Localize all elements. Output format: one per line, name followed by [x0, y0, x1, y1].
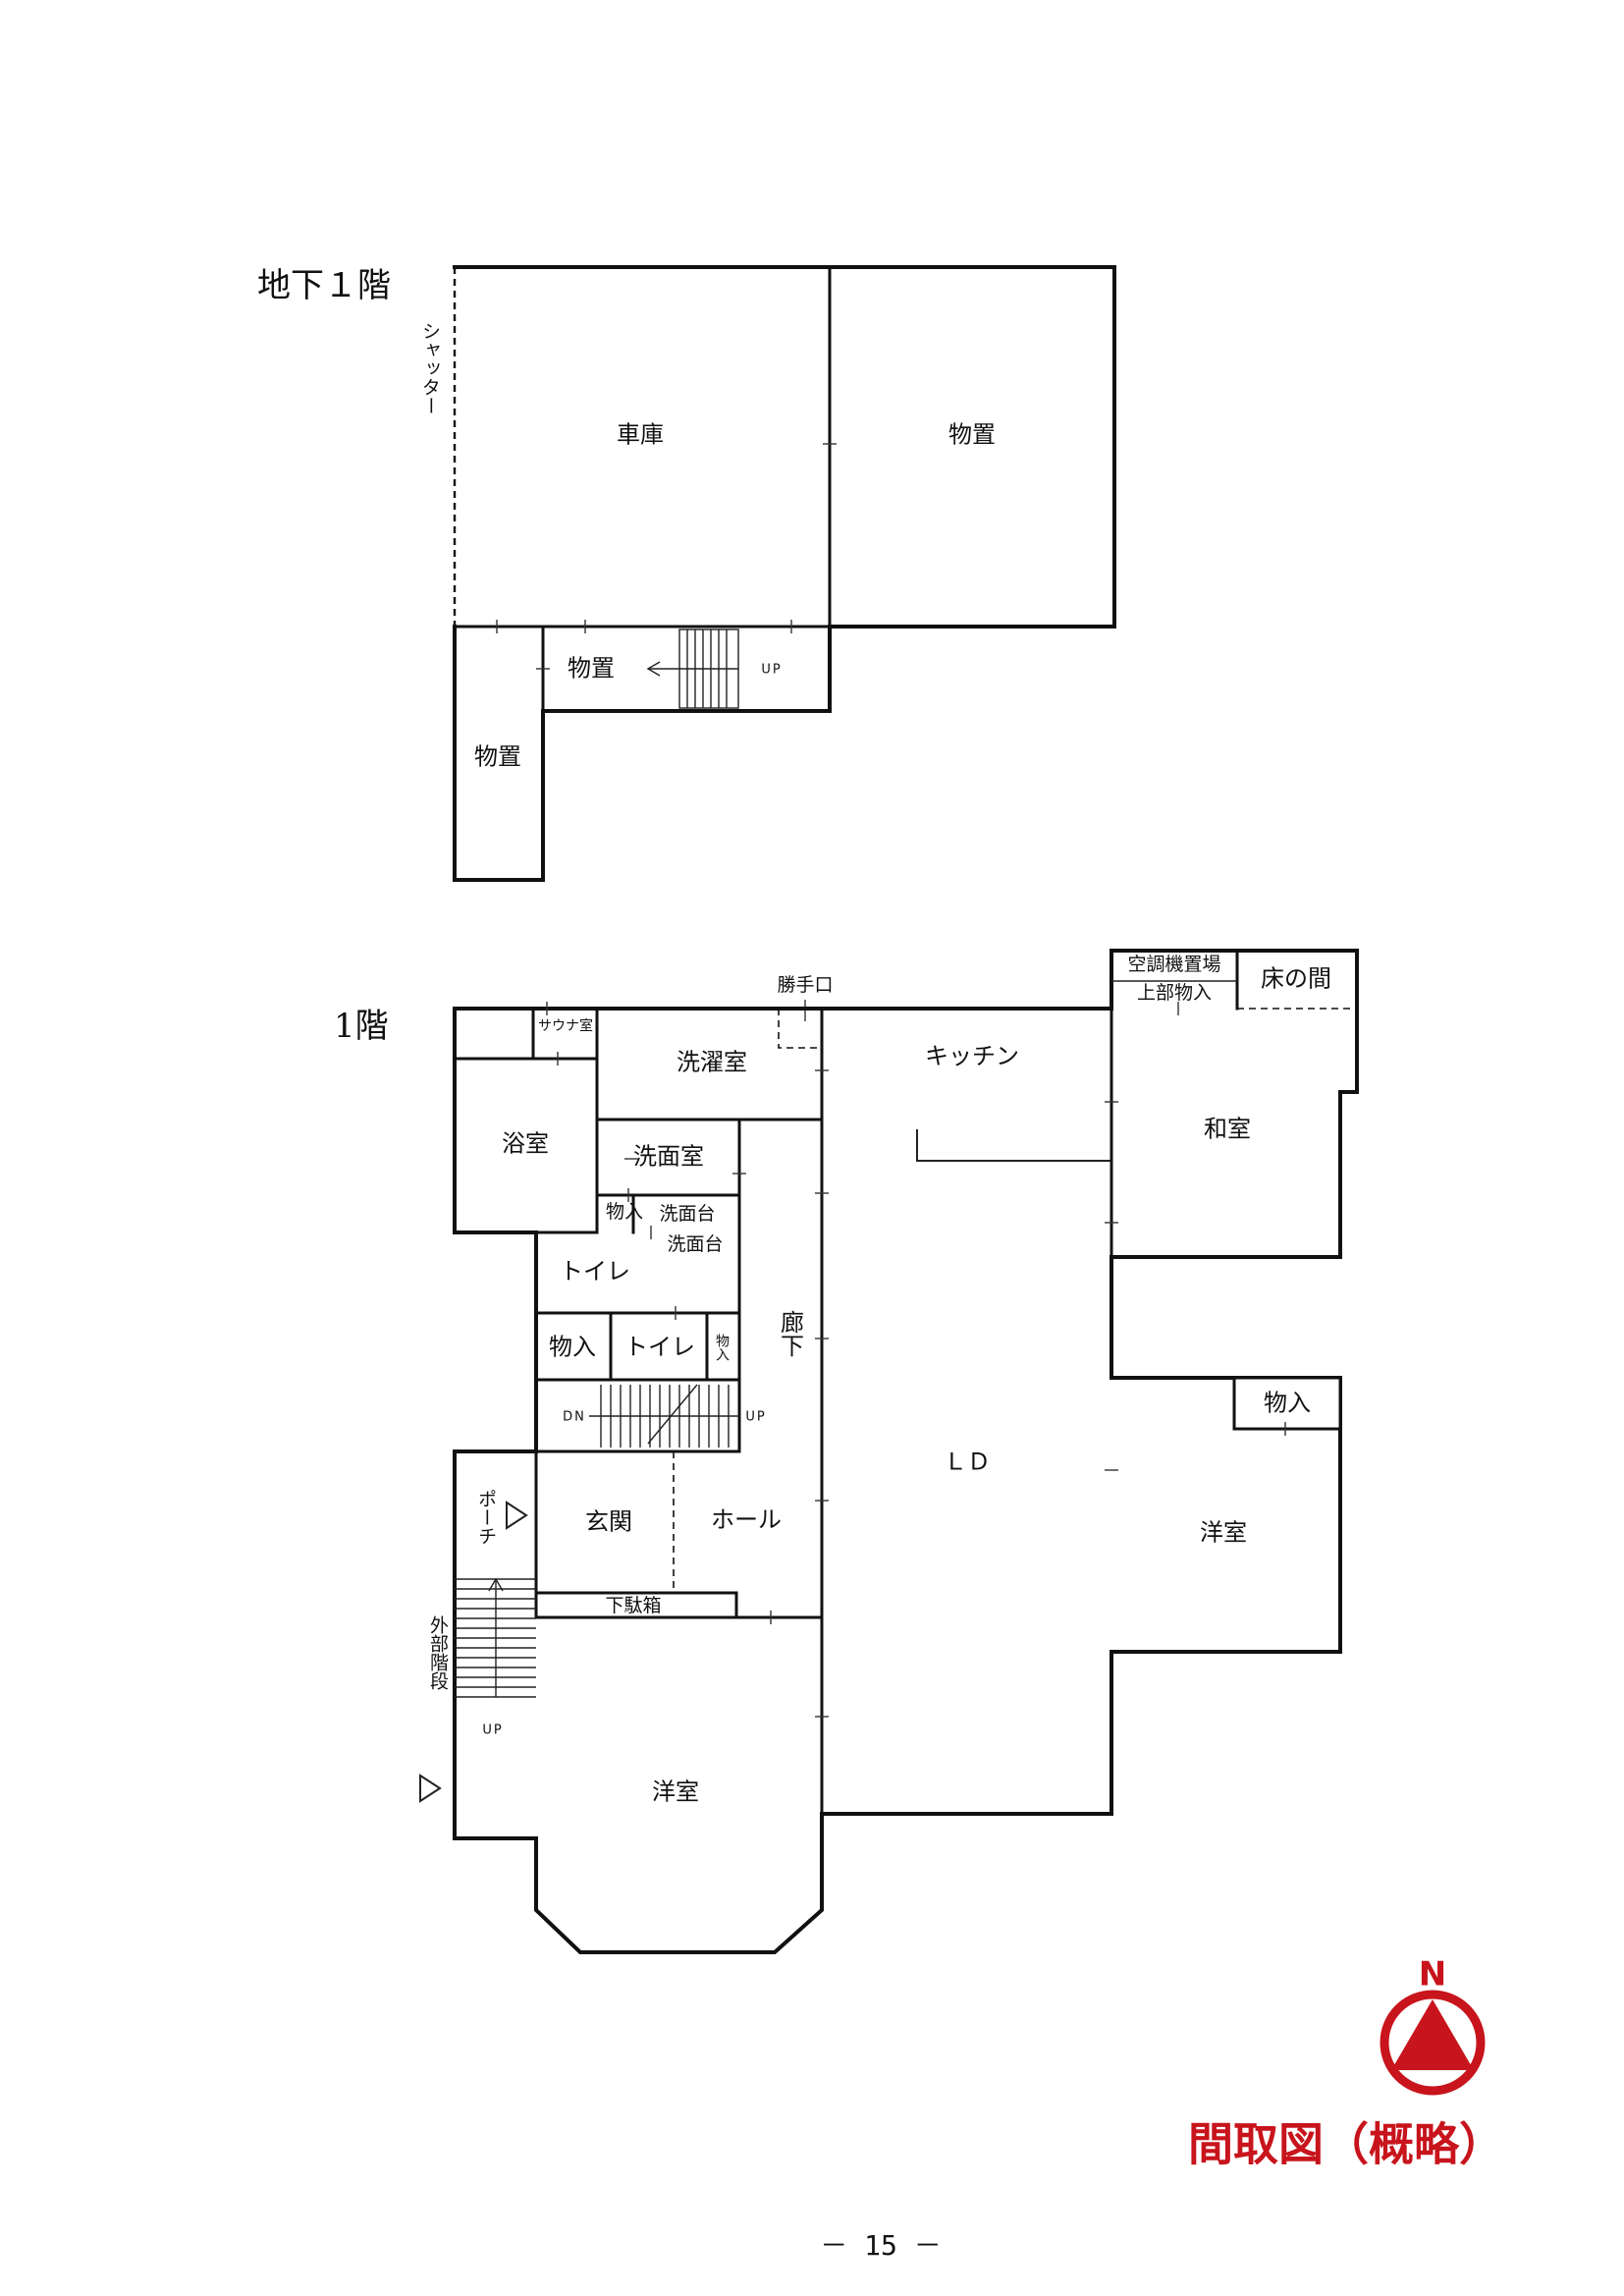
basement-stair: [646, 629, 739, 709]
room-corridor: 廊下: [777, 1310, 804, 1357]
external-stair-up-label: UP: [482, 1723, 503, 1738]
room-bath: 浴室: [502, 1130, 549, 1158]
closet-small: 物入: [606, 1201, 643, 1223]
room-western-bottom: 洋室: [652, 1778, 699, 1806]
room-storage-large: 物置: [948, 421, 996, 449]
upper-storage-label: 上部物入: [1137, 982, 1212, 1004]
room-toilet-2: トイレ: [624, 1334, 695, 1361]
shutter-label: シャッター: [419, 322, 441, 415]
room-laundry: 洗濯室: [677, 1049, 747, 1076]
tokonoma-label: 床の間: [1261, 965, 1331, 993]
stair-dn-label: DN: [563, 1410, 586, 1425]
room-kitchen: キッチン: [925, 1043, 1019, 1070]
external-stair-entry-arrow-icon: [419, 1774, 442, 1803]
closet-right: 物入: [1264, 1390, 1311, 1417]
room-washroom: 洗面室: [633, 1143, 704, 1171]
basement-plan: 地下１階 シャッター UP 車庫: [257, 265, 1116, 882]
basement-title: 地下１階: [257, 266, 391, 305]
interior-stair: [589, 1384, 739, 1448]
room-western-right: 洋室: [1200, 1519, 1247, 1547]
external-stair: [455, 1577, 536, 1698]
vanity-1: 洗面台: [659, 1203, 715, 1225]
room-storage-left: 物置: [474, 743, 521, 771]
closet-left: 物入: [549, 1334, 596, 1361]
first-floor-title: 1階: [334, 1007, 389, 1046]
room-hall: ホール: [711, 1506, 782, 1534]
service-door-label: 勝手口: [777, 974, 833, 996]
external-stairs-label: 外部階段: [427, 1615, 449, 1690]
basement-stair-up: UP: [761, 663, 782, 678]
first-floor-plan: 1階 勝手口: [334, 949, 1359, 1954]
basement-outer-wall: [453, 265, 1116, 882]
shoe-cabinet-label: 下駄箱: [605, 1595, 661, 1616]
plan-caption: 間取図（概略）: [1188, 2118, 1504, 2171]
vanity-2: 洗面台: [667, 1233, 723, 1255]
room-sauna: サウナ室: [538, 1017, 593, 1034]
page-number: － 15 －: [820, 2229, 941, 2262]
room-garage: 車庫: [617, 421, 664, 449]
ac-space-label: 空調機置場: [1127, 954, 1220, 975]
compass-arrow-icon: [1391, 1999, 1474, 2070]
room-entrance: 玄関: [585, 1508, 632, 1536]
compass-ring-icon: [1380, 1990, 1486, 2096]
porch-entry-arrow-icon: [506, 1501, 528, 1530]
stair-up-label: UP: [745, 1410, 766, 1425]
compass-n-letter: N: [1419, 1955, 1446, 1995]
room-toilet-1: トイレ: [560, 1258, 630, 1285]
north-compass: N: [1380, 1955, 1486, 2096]
porch-label: ポーチ: [475, 1489, 497, 1545]
room-storage-mid: 物置: [568, 655, 615, 683]
room-japanese: 和室: [1204, 1116, 1251, 1143]
closet-narrow: 物入: [714, 1334, 730, 1361]
room-ld: ＬＤ: [944, 1449, 991, 1476]
